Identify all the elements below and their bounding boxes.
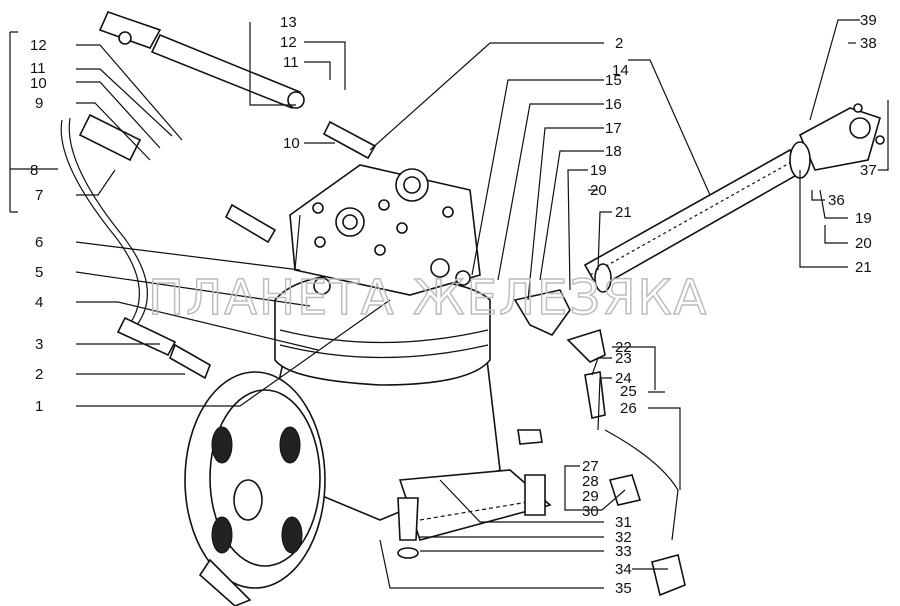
callout-29: 29 <box>582 488 599 505</box>
callout-19b: 19 <box>855 210 872 227</box>
callout-5: 5 <box>35 264 43 281</box>
callout-4: 4 <box>35 294 43 311</box>
callout-37: 37 <box>860 162 877 179</box>
callout-26: 26 <box>620 400 637 417</box>
callout-13: 13 <box>280 14 297 31</box>
compressor-assembly <box>184 164 552 606</box>
callout-21a: 21 <box>615 204 632 221</box>
callout-15: 15 <box>605 72 622 89</box>
callout-24: 24 <box>615 370 632 387</box>
callout-14: 14 <box>612 62 629 79</box>
callout-6: 6 <box>35 234 43 251</box>
fittings-and-hoses <box>60 11 885 597</box>
callout-36: 36 <box>828 192 845 209</box>
callout-9: 9 <box>35 95 43 112</box>
callout-25: 25 <box>620 383 637 400</box>
callout-2b: 2 <box>615 35 623 52</box>
callout-12b: 12 <box>280 34 297 51</box>
callout-27: 27 <box>582 458 599 475</box>
callout-34: 34 <box>615 561 632 578</box>
callout-1: 1 <box>35 398 43 415</box>
callout-20b: 20 <box>855 235 872 252</box>
callout-18: 18 <box>605 143 622 160</box>
callout-11b: 11 <box>283 54 299 71</box>
callout-10b: 10 <box>283 135 300 152</box>
callout-38: 38 <box>860 35 877 52</box>
callout-labels: 12 11 10 9 8 7 6 5 4 3 2 1 13 12 11 10 2… <box>30 12 877 597</box>
callout-32: 32 <box>615 529 632 546</box>
callout-17: 17 <box>605 120 622 137</box>
watermark-text: ПЛАНЕТА ЖЕЛЕЗЯКА <box>148 270 708 326</box>
callout-8: 8 <box>30 162 38 179</box>
leader-lines <box>9 19 889 589</box>
callout-23: 23 <box>615 350 632 367</box>
callout-12a: 12 <box>30 37 47 54</box>
callout-28: 28 <box>582 473 599 490</box>
callout-31: 31 <box>615 514 632 531</box>
callout-21b: 21 <box>855 259 872 276</box>
callout-19a: 19 <box>590 162 607 179</box>
callout-30: 30 <box>582 503 599 520</box>
callout-2a: 2 <box>35 366 43 383</box>
callout-22: 22 <box>615 339 632 356</box>
callout-39: 39 <box>860 12 877 29</box>
callout-3: 3 <box>35 336 43 353</box>
callout-11a: 11 <box>30 60 46 77</box>
callout-10a: 10 <box>30 75 47 92</box>
callout-20a: 20 <box>590 182 607 199</box>
callout-7: 7 <box>35 187 43 204</box>
callout-35: 35 <box>615 580 632 597</box>
callout-16: 16 <box>605 96 622 113</box>
callout-33: 33 <box>615 543 632 560</box>
